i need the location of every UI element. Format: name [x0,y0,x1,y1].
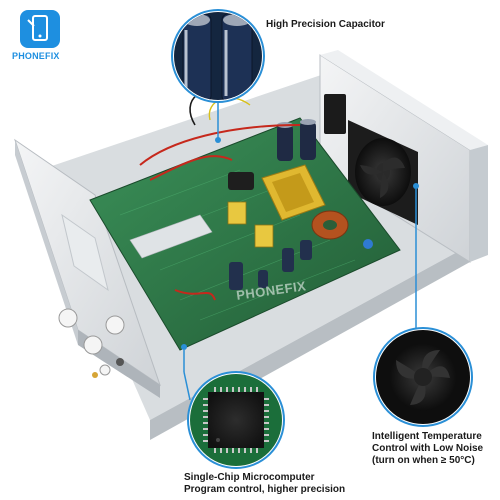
capacitor-callout [171,9,265,143]
pcb-capacitors [229,119,316,290]
chip-callout [181,344,285,469]
main-pcb [89,89,401,351]
brand-logo-text: PHONEFIX [12,51,60,61]
fan-callout-label: Intelligent Temperature Control with Low… [372,431,497,467]
case-fan [324,94,418,225]
fan-label-line1: Intelligent Temperature [372,431,482,442]
capacitor-callout-label: High Precision Capacitor [266,19,466,31]
fan-label-line3: (turn on when ≥ 50°C) [372,455,475,466]
chip-label-line2: Program control, higher precision [184,484,346,495]
chip-label-line1: Single-Chip Microcomputer [184,472,315,483]
capacitor-label-text: High Precision Capacitor [266,19,385,30]
brand-logo-badge [20,10,60,48]
phone-repair-icon [27,15,48,41]
chip-callout-label: Single-Chip Microcomputer Program contro… [184,472,384,496]
front-panel [14,138,161,398]
fan-callout [373,183,473,427]
fan-label-line2: Control with Low Noise [372,443,484,454]
